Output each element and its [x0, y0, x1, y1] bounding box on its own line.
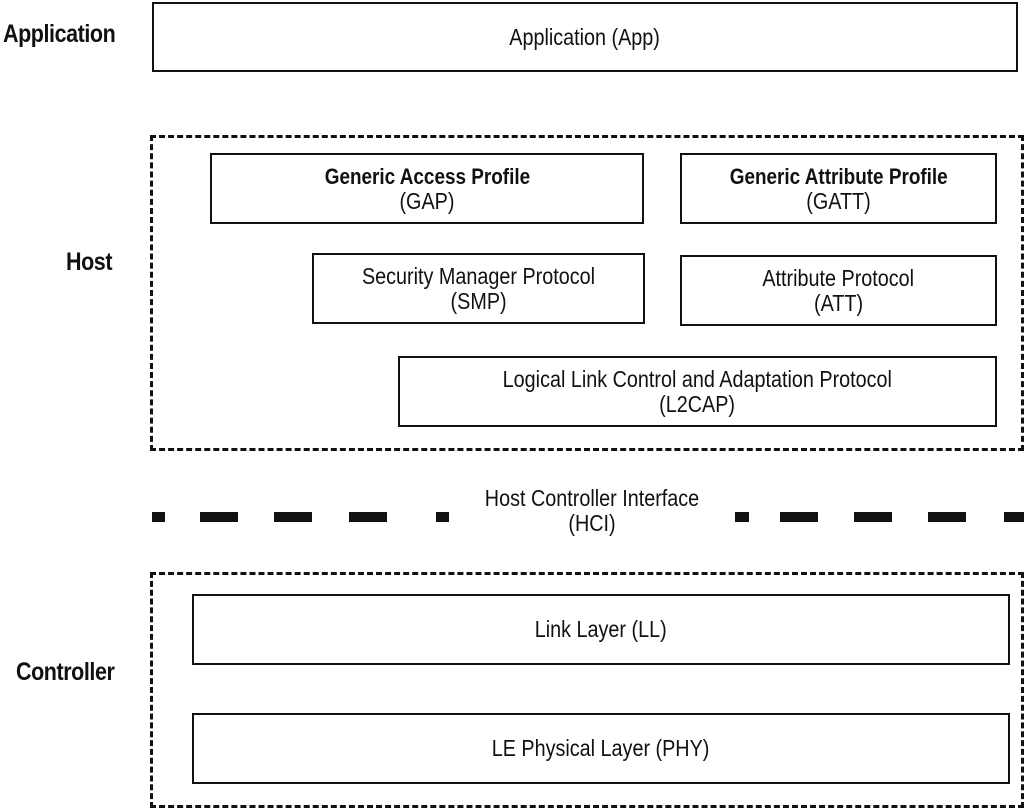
gap-box: Generic Access Profile (GAP) — [210, 153, 644, 224]
hci-dash-6 — [735, 512, 749, 522]
application-box-label: Application (App) — [509, 23, 661, 50]
physical-layer-box-label: LE Physical Layer (PHY) — [492, 735, 710, 761]
smp-box-title: Security Manager Protocol — [361, 262, 596, 289]
smp-box: Security Manager Protocol (SMP) — [312, 253, 645, 324]
gap-box-abbrev: (GAP) — [399, 187, 455, 214]
hci-label: Host Controller Interface (HCI) — [452, 486, 732, 536]
hci-dash-9 — [928, 512, 966, 522]
l2cap-box-abbrev: (L2CAP) — [659, 390, 736, 417]
application-box: Application (App) — [152, 2, 1018, 72]
att-box: Attribute Protocol (ATT) — [680, 255, 997, 326]
gatt-box-abbrev: (GATT) — [806, 187, 871, 214]
hci-dash-7 — [780, 512, 818, 522]
physical-layer-box: LE Physical Layer (PHY) — [192, 713, 1010, 784]
gatt-box: Generic Attribute Profile (GATT) — [680, 153, 997, 224]
link-layer-box: Link Layer (LL) — [192, 594, 1010, 665]
link-layer-box-label: Link Layer (LL) — [535, 616, 667, 642]
att-box-title: Attribute Protocol — [762, 264, 915, 291]
controller-region — [150, 572, 1024, 808]
host-layer-label: Host — [66, 248, 113, 276]
controller-layer-label: Controller — [16, 658, 115, 686]
hci-dash-4 — [349, 512, 387, 522]
hci-label-title: Host Controller Interface — [484, 485, 700, 511]
gatt-box-title: Generic Attribute Profile — [729, 163, 948, 189]
hci-dash-8 — [854, 512, 892, 522]
smp-box-abbrev: (SMP) — [450, 287, 507, 314]
host-region — [150, 135, 1024, 451]
gap-box-title: Generic Access Profile — [324, 163, 530, 189]
hci-dash-1 — [152, 512, 165, 522]
hci-dash-10 — [1004, 512, 1024, 522]
hci-dash-2 — [200, 512, 238, 522]
hci-dash-3 — [274, 512, 312, 522]
hci-label-abbrev: (HCI) — [568, 510, 616, 536]
att-box-abbrev: (ATT) — [813, 289, 864, 316]
application-layer-label: Application — [3, 20, 116, 48]
l2cap-box-title: Logical Link Control and Adaptation Prot… — [502, 365, 893, 392]
hci-dash-5 — [436, 512, 449, 522]
l2cap-box: Logical Link Control and Adaptation Prot… — [398, 356, 997, 427]
